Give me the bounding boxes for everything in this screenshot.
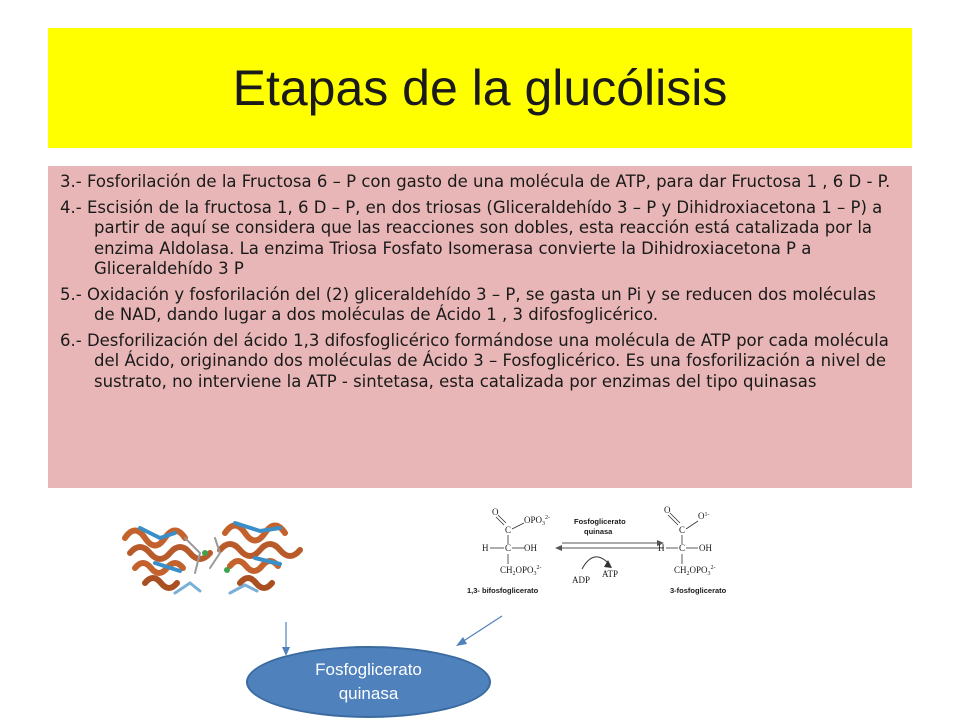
enzyme-bubble-line2: quinasa — [338, 684, 399, 703]
left-oh: OH — [524, 543, 537, 553]
enzyme-label-1: Fosfoglicerato — [574, 517, 626, 526]
right-c2: C — [679, 543, 685, 553]
right-o: O — [664, 505, 671, 515]
left-name: 1,3- bifosfoglicerato — [467, 586, 539, 595]
step-5: 5.- Oxidación y fosforilación del (2) gl… — [60, 284, 876, 325]
right-h: H — [658, 543, 665, 553]
enzyme-bubble-line1: Fosfoglicerato — [315, 660, 422, 679]
left-c2: C — [505, 543, 511, 553]
slide-title: Etapas de la glucólisis — [232, 60, 728, 116]
adp-label: ADP — [572, 575, 590, 585]
right-c1: C — [679, 525, 685, 535]
right-o-minus: O1- — [698, 511, 710, 521]
right-molecule: O C O1- H C OH CH2OPO32- 3-fosfoglicerat… — [658, 505, 727, 595]
protein-structure-image — [122, 521, 303, 595]
title-banner: Etapas de la glucólisis — [48, 28, 912, 148]
left-ch2opo3: CH2OPO32- — [500, 565, 542, 577]
reaction-diagram: O C OPO32- H C OH CH2OPO32- 1,3- bifosfo… — [467, 505, 727, 595]
arrow-from-reaction — [461, 615, 503, 643]
left-c1: C — [505, 525, 511, 535]
left-opo3: OPO32- — [524, 515, 550, 527]
step-3: 3.- Fosforilación de la Fructosa 6 – P c… — [60, 172, 891, 191]
step-4: 4.- Escisión de la fructosa 1, 6 D – P, … — [60, 197, 883, 279]
enzyme-label-bubble: Fosfoglicerato quinasa — [246, 646, 491, 718]
reaction-arrows — [555, 540, 664, 570]
left-h: H — [482, 543, 489, 553]
step-6: 6.- Desforilización del ácido 1,3 difosf… — [60, 330, 889, 391]
left-molecule: O C OPO32- H C OH CH2OPO32- 1,3- bifosfo… — [467, 507, 550, 595]
left-o: O — [492, 507, 499, 517]
right-oh: OH — [699, 543, 712, 553]
right-ch2opo3: CH2OPO32- — [674, 565, 716, 577]
right-name: 3-fosfoglicerato — [670, 586, 727, 595]
atp-label: ATP — [602, 569, 618, 579]
enzyme-label-2: quinasa — [584, 527, 613, 536]
steps-box: 3.- Fosforilación de la Fructosa 6 – P c… — [48, 166, 912, 488]
